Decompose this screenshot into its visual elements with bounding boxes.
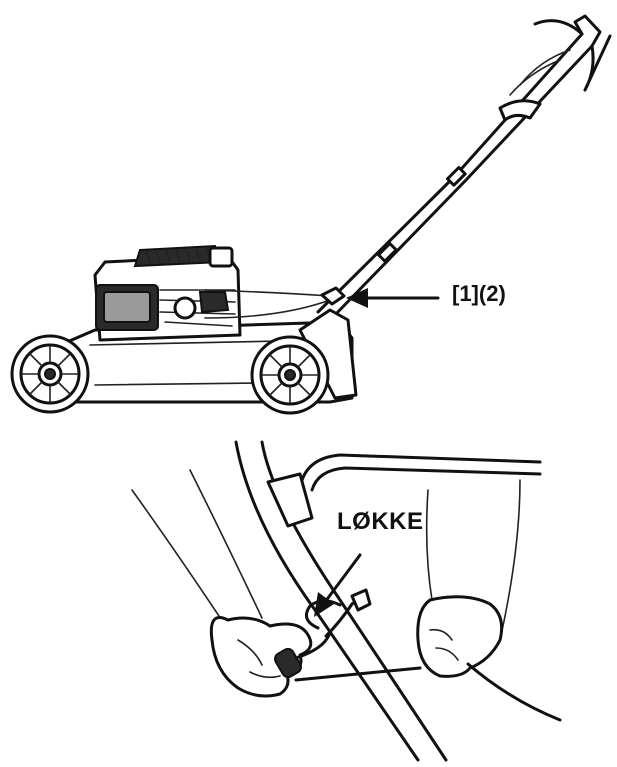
right-hand: [294, 595, 562, 722]
loop-detail-illustration: [131, 440, 562, 762]
mower-engine: [93, 244, 242, 342]
handle-tube: [234, 440, 448, 762]
cable-loop: [304, 588, 372, 638]
left-hand: [209, 616, 332, 698]
control-cables: [204, 286, 346, 319]
loop-label: LØKKE: [337, 508, 424, 535]
rear-wheel: [250, 335, 330, 415]
front-wheel: [10, 334, 90, 414]
reference-arrow: [346, 288, 440, 308]
right-arm: [425, 479, 521, 641]
loop-pointer-arrow: [314, 553, 362, 617]
mower-handle: [316, 14, 612, 320]
left-arm: [131, 469, 263, 626]
reference-label: [1](2): [452, 281, 506, 306]
control-cable: [266, 453, 542, 528]
lawn-mower-illustration: [10, 14, 612, 415]
